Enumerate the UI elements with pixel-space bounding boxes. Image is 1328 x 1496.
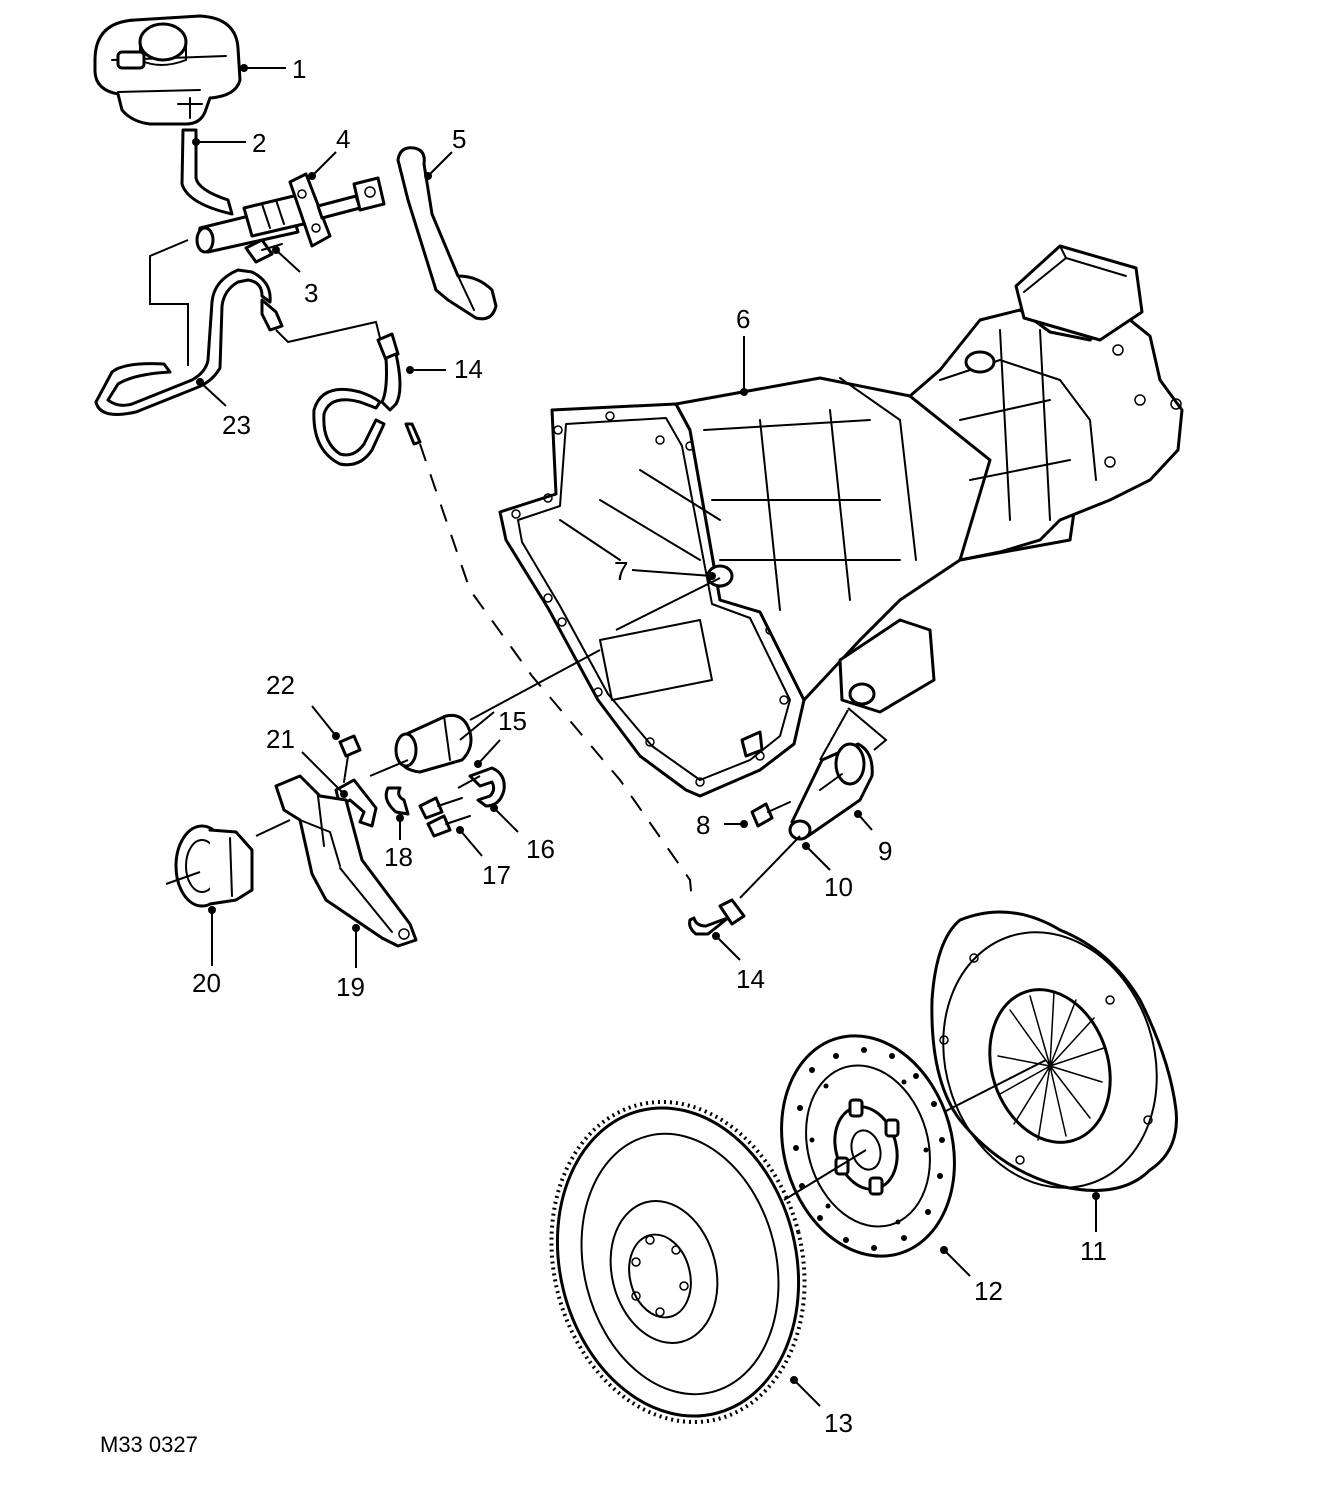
callout-9: 9: [878, 836, 892, 866]
callout-14-upper: 14: [454, 354, 483, 384]
callout-22: 22: [266, 670, 295, 700]
dust-washer: [384, 786, 410, 816]
callout-19: 19: [336, 972, 365, 1002]
release-fork: [274, 774, 418, 948]
callout-7: 7: [614, 556, 628, 586]
callout-23: 23: [222, 410, 251, 440]
hydraulic-pipe: [94, 268, 284, 416]
clutch-hose-lower-end: [688, 898, 746, 936]
release-bearing: [174, 824, 254, 908]
fluid-reservoir: [93, 14, 242, 126]
callout-10: 10: [824, 872, 853, 902]
bleed-nipple: [788, 819, 812, 841]
assembly-link-lines: [149, 239, 1047, 1201]
flywheel: [549, 1099, 807, 1425]
callout-3: 3: [304, 278, 318, 308]
pivot-bolt: [338, 734, 362, 783]
callout-14-lower: 14: [736, 964, 765, 994]
callout-1: 1: [292, 54, 306, 84]
callout-2: 2: [252, 128, 266, 158]
callout-5: 5: [452, 124, 466, 154]
callout-numbers: 1 2 3 4 5 6 7 8 9 10 11 12 13 14 14 15 1…: [192, 54, 1107, 1438]
callout-8: 8: [696, 810, 710, 840]
callout-21: 21: [266, 724, 295, 754]
clutch-disc: [780, 1034, 956, 1258]
callout-20: 20: [192, 968, 221, 998]
pressure-plate: [930, 910, 1178, 1192]
callout-13: 13: [824, 1408, 853, 1438]
fixing-bolts: [418, 796, 471, 838]
drawing-reference: M33 0327: [100, 1432, 198, 1457]
guide-sleeve: [394, 713, 473, 774]
clutch-hose: [312, 332, 422, 467]
slave-bolt: [750, 801, 791, 828]
callout-18: 18: [384, 842, 413, 872]
callout-leaders: [192, 64, 1100, 1407]
clutch-pedal: [396, 146, 498, 321]
feed-hose: [180, 128, 234, 216]
slave-cylinder: [790, 742, 874, 838]
callout-6: 6: [736, 304, 750, 334]
callout-17: 17: [482, 860, 511, 890]
master-cylinder: [195, 172, 386, 254]
master-cylinder-bolt: [244, 238, 283, 264]
callout-11: 11: [1080, 1236, 1107, 1266]
callout-12: 12: [974, 1276, 1003, 1306]
gearbox-assembly: [498, 244, 1184, 798]
callout-15: 15: [498, 706, 527, 736]
callout-16: 16: [526, 834, 555, 864]
callout-4: 4: [336, 124, 350, 154]
retaining-clip: [468, 766, 506, 808]
